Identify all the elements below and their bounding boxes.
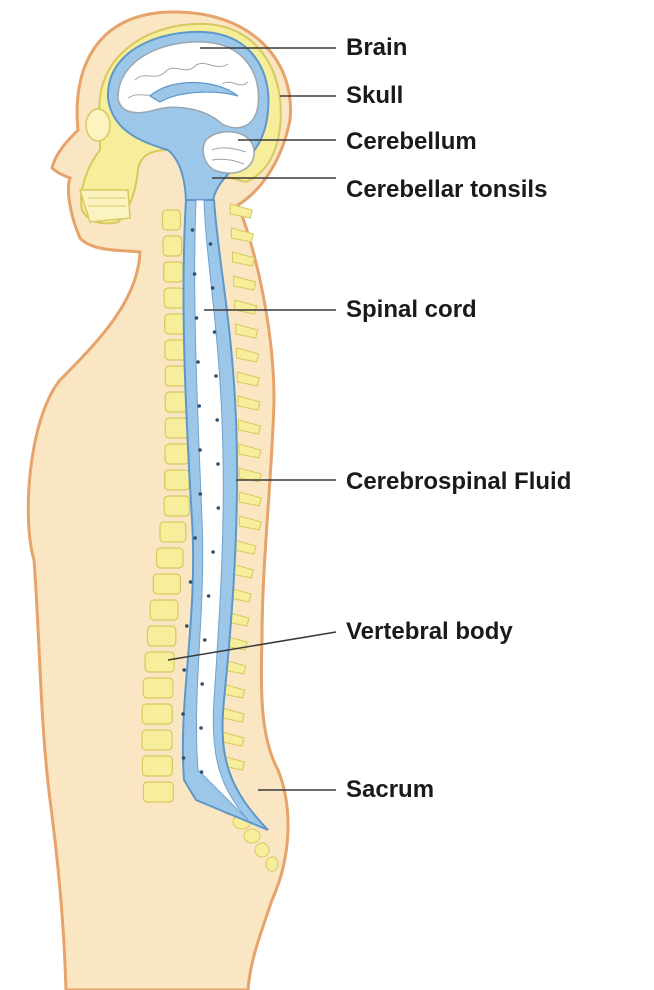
vertebra-body — [150, 600, 178, 620]
csf-dot — [198, 448, 202, 452]
cerebellum — [203, 132, 254, 173]
label-spinal-cord: Spinal cord — [346, 296, 477, 324]
vertebra-body — [142, 704, 172, 724]
csf-dot — [209, 242, 213, 246]
csf-dot — [199, 492, 203, 496]
sacrum-segment — [266, 857, 278, 871]
csf-dot — [193, 536, 197, 540]
csf-dot — [214, 374, 218, 378]
csf-dot — [196, 360, 200, 364]
csf-dot — [207, 594, 211, 598]
vertebra-body — [157, 548, 183, 568]
csf-dot — [200, 682, 204, 686]
vertebra-body — [160, 522, 186, 542]
label-cerebrospinal-fluid: Cerebrospinal Fluid — [346, 468, 571, 496]
csf-dot — [216, 462, 220, 466]
label-cerebellum: Cerebellum — [346, 128, 477, 156]
vertebra-body — [142, 730, 172, 750]
vertebra-body — [142, 756, 172, 776]
vertebra-body — [153, 574, 180, 594]
csf-dot — [191, 228, 195, 232]
csf-dot — [215, 418, 219, 422]
vertebra-body — [163, 236, 182, 256]
csf-dot — [185, 624, 189, 628]
csf-dot — [182, 668, 186, 672]
vertebra-body — [164, 496, 189, 516]
csf-dot — [200, 770, 204, 774]
vertebra-body — [163, 210, 181, 230]
csf-dot — [217, 506, 221, 510]
label-skull: Skull — [346, 82, 403, 110]
label-sacrum: Sacrum — [346, 776, 434, 804]
csf-dot — [199, 726, 203, 730]
csf-dot — [195, 316, 199, 320]
csf-dot — [182, 756, 186, 760]
label-cerebellar-tonsils: Cerebellar tonsils — [346, 176, 547, 204]
csf-dot — [211, 550, 215, 554]
csf-dot — [197, 404, 201, 408]
label-brain: Brain — [346, 34, 407, 62]
vertebra-body — [145, 652, 174, 672]
csf-dot — [203, 638, 207, 642]
vertebra-body — [164, 288, 184, 308]
vertebra-body — [165, 314, 186, 334]
vertebra-body — [143, 678, 173, 698]
eye-socket — [86, 109, 110, 141]
sacrum-segment — [244, 829, 260, 843]
vertebra-body — [147, 626, 175, 646]
csf-dot — [181, 712, 185, 716]
vertebra-body — [165, 392, 188, 412]
vertebra-body — [165, 470, 190, 490]
vertebra-body — [143, 782, 173, 802]
csf-dot — [193, 272, 197, 276]
vertebra-body — [165, 418, 188, 438]
vertebra-body — [164, 262, 183, 282]
csf-dot — [211, 286, 215, 290]
label-vertebral-body: Vertebral body — [346, 618, 513, 646]
sacrum-segment — [255, 843, 269, 857]
vertebra-body — [165, 444, 189, 464]
csf-dot — [189, 580, 193, 584]
csf-dot — [213, 330, 217, 334]
